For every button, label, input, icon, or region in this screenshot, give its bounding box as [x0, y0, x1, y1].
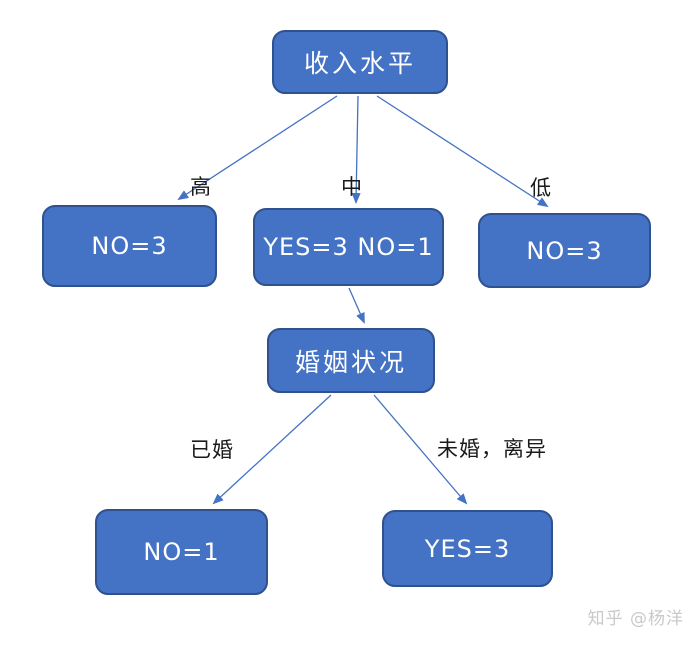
edge-label-low: 低 [530, 176, 552, 200]
arrow-income-to-yes3-no1 [351, 95, 361, 204]
arrow-yes3-no1-to-marital [348, 287, 365, 324]
edge-label-high: 高 [190, 175, 212, 199]
node-yes3-no1-mid-income: YES=3 NO=1 [253, 208, 444, 286]
node-marital-status: 婚姻状况 [267, 328, 435, 393]
arrow-income-to-no3-low [376, 95, 549, 208]
node-yes3-unmarried: YES=3 [382, 510, 553, 587]
arrow-marital-to-no1 [212, 394, 332, 505]
node-no3-high-income: NO=3 [42, 205, 217, 287]
arrow-income-to-no3-high [177, 95, 338, 201]
node-no1-married: NO=1 [95, 509, 268, 595]
node-income-level: 收入水平 [272, 30, 448, 94]
arrow-marital-to-yes3 [373, 394, 468, 505]
zhihu-watermark: 知乎 @杨洋 [587, 609, 684, 629]
edge-label-mid: 中 [341, 175, 363, 199]
edge-label-unmarried-divorced: 未婚，离异 [437, 437, 547, 461]
edge-label-married: 已婚 [190, 438, 234, 462]
node-no3-low-income: NO=3 [478, 213, 651, 288]
